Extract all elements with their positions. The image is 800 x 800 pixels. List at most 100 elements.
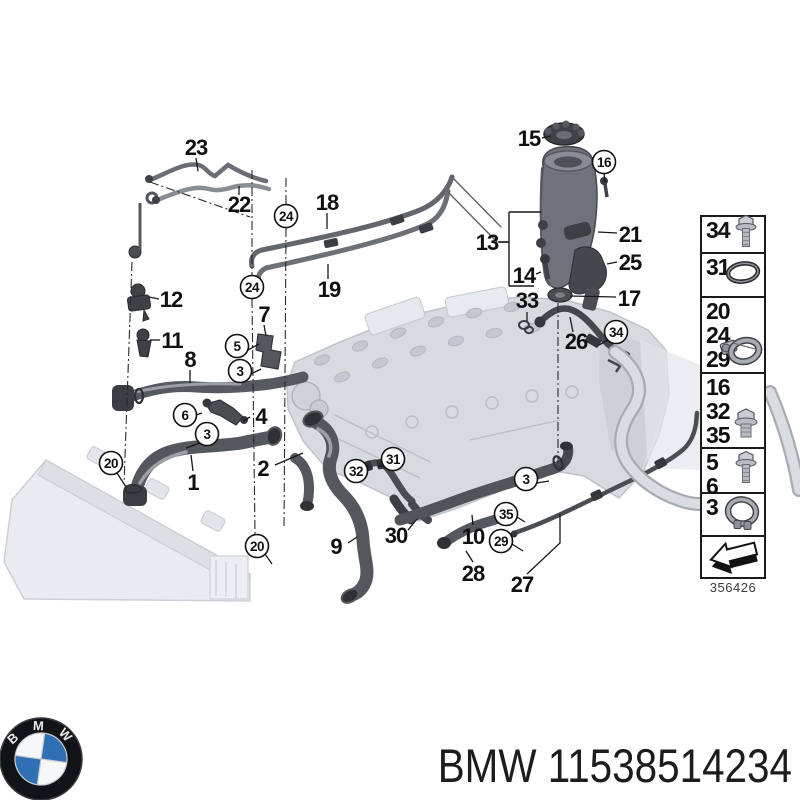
callout-circled-label-3: 3 [522, 472, 530, 487]
callout-circle-31 [380, 446, 406, 472]
callout-leader [274, 452, 304, 466]
callout-leader [185, 442, 201, 449]
callout-leader [603, 173, 606, 183]
callout-circled-label-20: 20 [250, 539, 264, 554]
part-number-text: BMW 11538514234 [437, 739, 792, 792]
callout-leader [536, 480, 550, 484]
callout-label-33: 33 [516, 288, 539, 313]
callout-leader [242, 416, 251, 422]
callout-leader [541, 135, 552, 139]
logo-letter-M: M [33, 718, 45, 734]
callout-circle-6 [172, 402, 198, 428]
legend-label-5: 5 [706, 448, 719, 475]
mounting-brackets [202, 333, 282, 426]
direction-arrow-icon [705, 538, 763, 581]
callout-circle-5 [224, 333, 250, 359]
callout-circle-20 [98, 450, 124, 476]
callout-leader [597, 231, 618, 234]
callout-circle-3 [227, 358, 253, 384]
legend-label-6: 6 [706, 472, 719, 499]
callout-leader [195, 157, 199, 172]
hoses [112, 345, 800, 604]
callout-label-9: 9 [330, 534, 342, 559]
callout-label-10: 10 [462, 524, 485, 549]
callout-circled-label-29: 29 [494, 534, 508, 549]
clamp-ring-icon [721, 494, 763, 535]
callout-label-25: 25 [619, 250, 642, 275]
callout-circle-32 [343, 458, 369, 484]
callout-circle-34 [603, 319, 629, 345]
callout-label-18: 18 [316, 190, 339, 215]
drawing-number: 356426 [709, 580, 757, 595]
callout-circled-label-31: 31 [386, 452, 401, 467]
callout-label-11: 11 [161, 328, 183, 353]
callout-circle-24 [239, 274, 265, 300]
expansion-tank [536, 120, 609, 311]
legend-row-31: 31 [702, 254, 764, 299]
callout-label-22: 22 [228, 192, 251, 217]
callout-circled-label-6: 6 [181, 408, 189, 423]
callout-circle-16 [591, 149, 617, 175]
callout-label-13: 13 [476, 230, 499, 255]
callout-circled-label-16: 16 [597, 155, 612, 170]
vent-pipes [145, 162, 272, 204]
radiator [3, 446, 251, 602]
callout-leader [250, 368, 262, 375]
callout-leader [148, 296, 160, 300]
legend-label-16: 16 [706, 373, 731, 400]
callout-circle-20 [244, 533, 270, 559]
legend-label-34: 34 [706, 217, 731, 243]
callout-label-1: 1 [187, 470, 199, 495]
coolant-valve-and-sensor [127, 191, 159, 358]
o-ring-icon [723, 259, 763, 292]
callout-label-19: 19 [318, 277, 341, 302]
callout-circle-3 [513, 466, 539, 492]
callout-leader [247, 343, 260, 351]
callout-leader [407, 518, 418, 531]
flange-bolt-icon [729, 214, 763, 255]
callout-leader [598, 339, 609, 346]
callout-circled-label-32: 32 [349, 464, 363, 479]
legend-row-labels: 3 [702, 493, 719, 520]
callout-circle-35 [493, 501, 519, 527]
legend-row-arrow [702, 537, 764, 577]
callout-circle-29 [488, 528, 514, 554]
callout-label-21: 21 [619, 222, 642, 247]
callout-label-26: 26 [565, 329, 588, 354]
callout-label-7: 7 [258, 302, 270, 327]
legend-label-20: 20 [706, 298, 731, 325]
short-bolt-icon [729, 407, 763, 446]
callout-label-8: 8 [184, 347, 196, 372]
flange-bolt-icon [729, 450, 763, 491]
callout-circled-label-20: 20 [104, 456, 118, 471]
legend-label-32: 32 [706, 397, 731, 424]
legend-row-34: 34 [702, 214, 764, 255]
callout-leader [569, 295, 617, 298]
callout-circle-3 [194, 421, 220, 447]
callout-leader [116, 472, 127, 488]
callout-circled-label-24: 24 [279, 209, 294, 224]
legend-label-3: 3 [706, 493, 719, 520]
callout-label-14: 14 [513, 263, 537, 288]
callout-leader [471, 514, 474, 526]
callout-circled-label-24: 24 [245, 280, 260, 295]
callout-leader [264, 553, 273, 565]
callout-label-4: 4 [255, 404, 268, 429]
callout-leader [465, 550, 474, 563]
callout-leader [606, 261, 618, 265]
callout-leader [569, 316, 574, 333]
callout-leader [190, 454, 194, 472]
legend-label-35: 35 [706, 421, 731, 448]
tank-cap [543, 120, 585, 146]
callout-label-30: 30 [385, 523, 408, 548]
callout-leader [516, 516, 526, 523]
